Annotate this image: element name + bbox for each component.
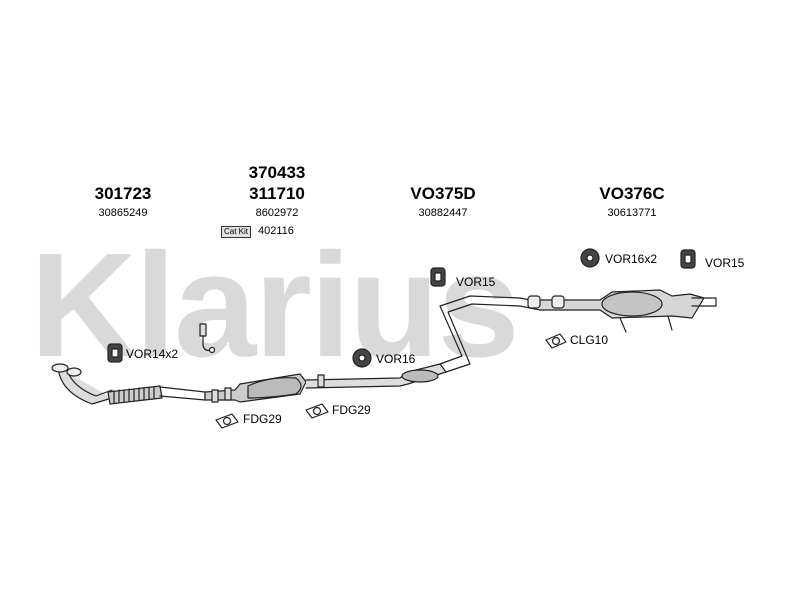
fitting-label-vor16: VOR16 — [376, 352, 416, 366]
gasket-icon — [305, 403, 329, 419]
oe-number-rear-silencer: 30613771 — [607, 207, 657, 219]
fitting-label-vor16x2: VOR16x2 — [605, 252, 658, 266]
rubber-hanger-icon — [352, 348, 372, 368]
fitting-label-vor15-mid: VOR15 — [456, 275, 496, 289]
part-number-catalyst: 311710 — [249, 184, 305, 203]
intermediate-pipe — [305, 295, 541, 389]
rubber-hanger-icon — [107, 343, 123, 363]
fitting-label-vor15-rear: VOR15 — [705, 256, 745, 270]
fitting-label-vor14x2: VOR14x2 — [126, 347, 179, 361]
rubber-hanger-icon — [580, 248, 600, 268]
fitting-label-clg10: CLG10 — [570, 333, 609, 347]
part-number-middle-silencer: VO375D — [410, 184, 476, 203]
rubber-hanger-icon — [680, 249, 696, 269]
part-number-rear-silencer: VO376C — [599, 184, 665, 203]
catalyst — [204, 373, 307, 403]
lambda-sensor-icon — [199, 323, 216, 354]
clamp-icon — [527, 295, 565, 309]
fitting-label-fdg29-b: FDG29 — [332, 403, 371, 417]
front-pipe — [51, 363, 206, 405]
oe-number-catalyst: 8602972 — [255, 207, 299, 219]
fitting-label-fdg29-a: FDG29 — [243, 412, 282, 426]
cat-kit-badge: Cat Kit — [221, 226, 252, 238]
rear-silencer — [539, 289, 717, 333]
part-number-catalyst-kit: 370433 — [248, 163, 306, 182]
cat-kit-number: 402116 — [258, 225, 294, 237]
gasket-icon — [215, 413, 239, 429]
flange-icon — [545, 333, 567, 349]
oe-number-front-pipe: 30865249 — [98, 207, 148, 219]
rubber-hanger-icon — [430, 267, 446, 287]
oe-number-middle-silencer: 30882447 — [418, 207, 468, 219]
part-number-front-pipe: 301723 — [94, 184, 152, 203]
